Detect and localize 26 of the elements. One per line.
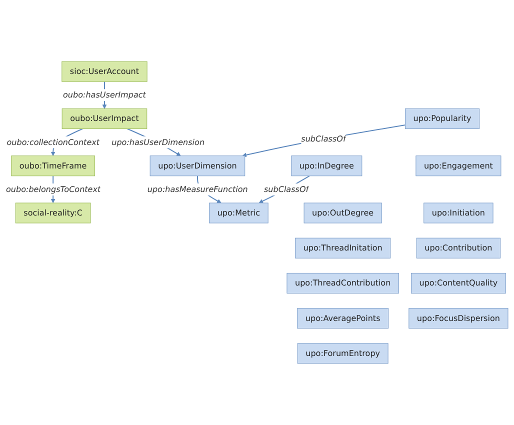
node-box: upo:Popularity bbox=[405, 108, 480, 129]
node-box: upo:AveragePoints bbox=[297, 308, 389, 329]
node-box: oubo:TimeFrame bbox=[11, 156, 96, 176]
node-box: upo:Metric bbox=[209, 202, 268, 224]
arrow bbox=[242, 124, 406, 158]
node-box: upo:Engagement bbox=[416, 156, 502, 176]
node-box: upo:ForumEntropy bbox=[297, 343, 388, 364]
edge-label: oubo:hasUserImpact bbox=[63, 90, 146, 100]
node-box: oubo:UserImpact bbox=[62, 108, 148, 129]
edge-label: upo:hasMeasureFunction bbox=[147, 184, 248, 194]
node-box: upo:Contribution bbox=[416, 238, 501, 258]
node-box: upo:ThreadInitation bbox=[295, 238, 391, 258]
arrow bbox=[258, 175, 310, 204]
node-box: upo:ContentQuality bbox=[410, 272, 506, 294]
node-box: upo:OutDegree bbox=[304, 202, 382, 224]
edge-label: subClassOf bbox=[301, 134, 346, 144]
node-box: upo:Initiation bbox=[424, 202, 494, 224]
node-box: sioc:UserAccount bbox=[62, 61, 148, 82]
node-box: upo:ThreadContribution bbox=[286, 272, 399, 294]
edge-label: subClassOf bbox=[264, 184, 309, 194]
node-box: upo:FocusDispersion bbox=[408, 308, 508, 329]
edge-label: upo:hasUserDimension bbox=[112, 137, 205, 147]
node-box: social-reality:C bbox=[15, 202, 91, 224]
node-box: upo:InDegree bbox=[291, 156, 362, 176]
node-box: upo:UserDimension bbox=[150, 156, 246, 176]
edge-label: oubo:collectionContext bbox=[6, 137, 100, 147]
